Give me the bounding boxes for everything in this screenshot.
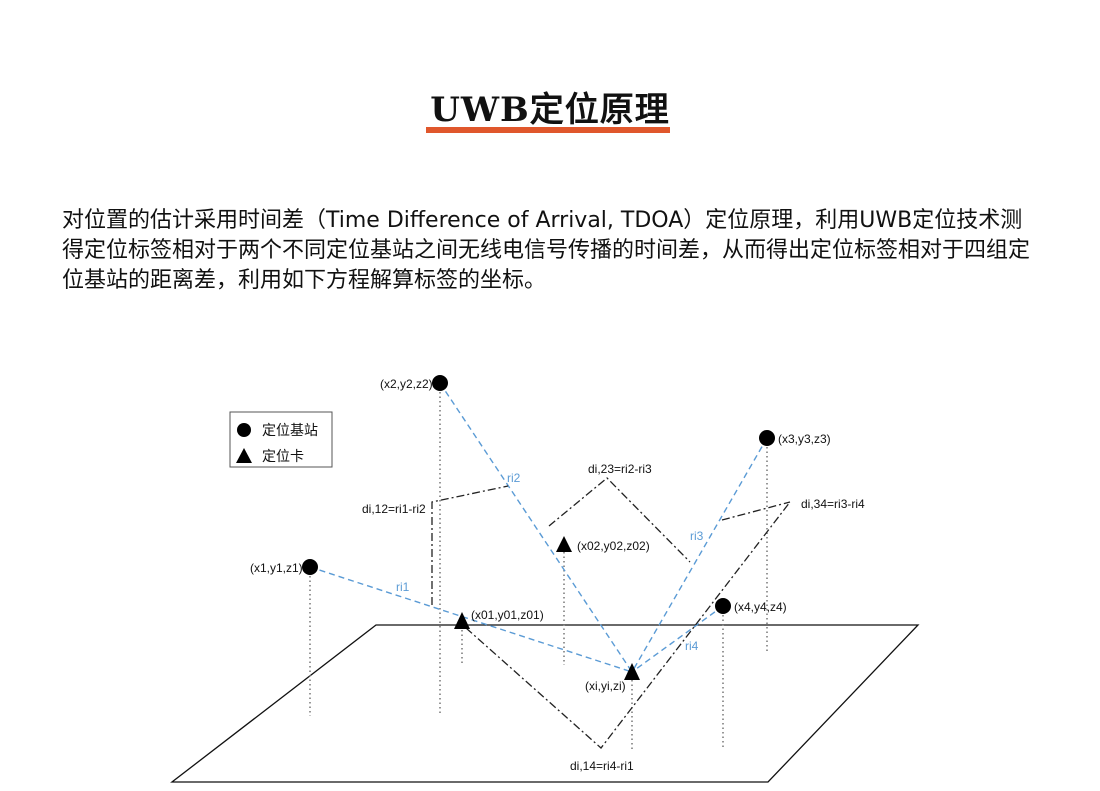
station-4: (x4,y4,z4) bbox=[715, 598, 787, 614]
range-lines bbox=[309, 382, 768, 673]
station-icon bbox=[715, 598, 731, 614]
legend-tag-label: 定位卡 bbox=[262, 449, 304, 465]
description-paragraph: 对位置的估计采用时间差（Time Difference of Arrival, … bbox=[62, 208, 1031, 293]
difference-lines bbox=[431, 477, 791, 749]
page-title: UWB定位原理 bbox=[430, 90, 670, 130]
tag-i: (xi,yi,zi) bbox=[585, 663, 640, 693]
station-2: (x2,y2,z2) bbox=[380, 375, 448, 391]
station-icon bbox=[759, 430, 775, 446]
projection-lines bbox=[309, 392, 768, 752]
difference-label-d12: di,12=ri1-ri2 bbox=[362, 502, 426, 516]
legend: 定位基站 定位卡 bbox=[229, 411, 333, 468]
station-icon bbox=[432, 375, 448, 391]
tag-02: (x02,y02,z02) bbox=[556, 536, 650, 553]
range-label-ri3: ri3 bbox=[690, 529, 704, 543]
difference-label-d34: di,34=ri3-ri4 bbox=[801, 497, 865, 511]
station-label: (x3,y3,z3) bbox=[778, 432, 831, 446]
range-label-ri4: ri4 bbox=[685, 639, 699, 653]
tag-icon bbox=[454, 612, 470, 629]
tag-label: (x01,y01,z01) bbox=[471, 608, 544, 622]
tag-icon bbox=[556, 536, 572, 552]
range-label-ri2: ri2 bbox=[507, 471, 521, 485]
ground-plane bbox=[170, 624, 920, 783]
difference-label-d14: di,14=ri4-ri1 bbox=[570, 759, 634, 773]
station-icon bbox=[302, 559, 318, 575]
tag-label: (x02,y02,z02) bbox=[577, 539, 650, 553]
station-label: (x4,y4,z4) bbox=[734, 600, 787, 614]
station-label: (x2,y2,z2) bbox=[380, 377, 433, 391]
station-1: (x1,y1,z1) bbox=[250, 559, 318, 575]
tag-label: (xi,yi,zi) bbox=[585, 679, 626, 693]
station-label: (x1,y1,z1) bbox=[250, 561, 303, 575]
legend-station-label: 定位基站 bbox=[262, 422, 318, 439]
station-legend-icon bbox=[237, 423, 251, 437]
station-3: (x3,y3,z3) bbox=[759, 430, 831, 446]
tag-legend-icon bbox=[236, 448, 252, 463]
tag-icon bbox=[624, 663, 640, 680]
difference-label-d23: di,23=ri2-ri3 bbox=[588, 462, 652, 476]
tag-01: (x01,y01,z01) bbox=[454, 608, 544, 629]
range-label-ri1: ri1 bbox=[396, 580, 410, 594]
title-underline bbox=[426, 127, 670, 133]
